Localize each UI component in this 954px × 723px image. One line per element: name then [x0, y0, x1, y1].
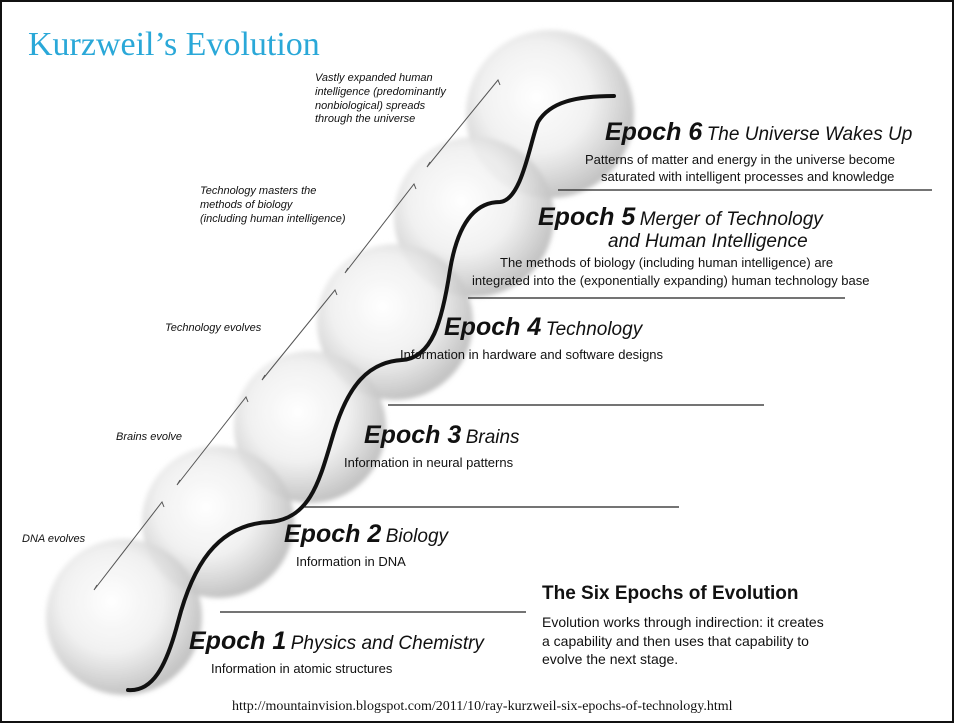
- note-line: intelligence (predominantly: [315, 85, 446, 98]
- sphere-epoch-3: [234, 351, 386, 503]
- bracket-technology-masters-biology: [344, 183, 417, 274]
- epoch-description: Information in atomic structures: [189, 660, 484, 678]
- transition-brackets: [93, 79, 501, 591]
- epoch-heading: Epoch 3 Brains: [344, 421, 520, 450]
- epoch-1: Epoch 1 Physics and Chemistry Informatio…: [189, 627, 484, 678]
- epoch-name-continued: and Human Intelligence: [608, 230, 808, 252]
- epoch-name: The Universe Wakes Up: [706, 124, 913, 145]
- description-line: Information in atomic structures: [211, 660, 393, 676]
- epoch-description: Information in hardware and software des…: [400, 346, 663, 364]
- description-line: Patterns of matter and energy in the uni…: [585, 151, 896, 167]
- epoch-name: Technology: [545, 319, 643, 340]
- note-line: nonbiological) spreads: [315, 99, 426, 112]
- epoch-name: Biology: [385, 526, 449, 547]
- epoch-heading: Epoch 1 Physics and Chemistry: [189, 627, 484, 656]
- description-line: integrated into the (exponentially expan…: [472, 272, 870, 288]
- summary-line: a capability and then uses that capabili…: [542, 632, 809, 649]
- note-technology-masters-biology: Technology masters the methods of biolog…: [200, 185, 346, 226]
- epoch-description: Information in DNA: [284, 553, 448, 571]
- note-line: through the universe: [315, 113, 416, 126]
- bracket-brains-evolve: [176, 396, 249, 486]
- sphere-epoch-4: [317, 244, 473, 400]
- description-line: Information in hardware and software des…: [400, 346, 664, 362]
- note-technology-evolves: Technology evolves: [165, 322, 261, 336]
- summary-line: Evolution works through indirection: it …: [542, 614, 824, 630]
- note-intelligence-spreads: Vastly expanded human intelligence (pred…: [315, 72, 446, 127]
- bracket-technology-evolves: [261, 289, 338, 381]
- note-brains-evolve: Brains evolve: [116, 431, 182, 445]
- description-line: Information in neural patterns: [344, 454, 514, 470]
- epoch-2: Epoch 2 Biology Information in DNA: [284, 520, 449, 571]
- epoch-number: Epoch 1: [189, 627, 287, 655]
- epoch-description: Patterns of matter and energy in the uni…: [585, 151, 912, 186]
- epoch-name: Physics and Chemistry: [290, 633, 484, 654]
- epoch-separator-lines: [220, 189, 932, 613]
- description-line: Information in DNA: [296, 553, 406, 569]
- epoch-4: Epoch 4 Technology Information in hardwa…: [400, 313, 663, 364]
- sphere-epoch-1: [46, 539, 202, 695]
- epoch-6: Epoch 6 The Universe Wakes Up Patterns o…: [585, 118, 913, 186]
- epoch-heading: Epoch 2 Biology: [284, 520, 449, 549]
- six-epochs-text: Evolution works through indirection: it …: [542, 613, 824, 669]
- note-dna-evolves: DNA evolves: [22, 533, 85, 547]
- epoch-spheres: [46, 30, 634, 695]
- bracket-intelligence-spreads: [426, 79, 501, 168]
- source-url: http://mountainvision.blogspot.com/2011/…: [232, 699, 733, 714]
- epoch-5: Epoch 5 Merger of Technology and Human I…: [472, 203, 870, 289]
- note-line: (including human intelligence): [200, 212, 346, 225]
- bracket-dna-evolves: [93, 501, 165, 591]
- epoch-name: Merger of Technology: [639, 209, 823, 230]
- note-line: DNA evolves: [22, 533, 86, 545]
- epoch-number: Epoch 2: [284, 520, 382, 548]
- description-line: The methods of biology (including human …: [500, 255, 834, 271]
- epoch-name-line2: and Human Intelligence: [472, 230, 870, 253]
- epoch-heading: Epoch 4 Technology: [400, 313, 663, 342]
- sphere-epoch-2: [142, 446, 294, 598]
- epoch-number: Epoch 3: [364, 421, 462, 449]
- epoch-description: Information in neural patterns: [344, 454, 520, 472]
- note-line: Technology evolves: [165, 322, 262, 334]
- note-line: Technology masters the: [200, 185, 317, 197]
- epoch-3: Epoch 3 Brains Information in neural pat…: [344, 421, 520, 472]
- note-line: Brains evolve: [116, 431, 183, 443]
- epoch-number: Epoch 5: [538, 203, 636, 231]
- note-line: Vastly expanded human: [315, 72, 433, 84]
- summary-line: evolve the next stage.: [542, 651, 679, 668]
- epoch-heading: Epoch 6 The Universe Wakes Up: [585, 118, 913, 147]
- epoch-heading: Epoch 5 Merger of Technology: [472, 203, 870, 232]
- six-epochs-title: The Six Epochs of Evolution: [542, 583, 799, 604]
- epoch-number: Epoch 6: [605, 118, 703, 146]
- epoch-name: Brains: [465, 427, 520, 448]
- slide-title: Kurzweil’s Evolution: [28, 26, 320, 63]
- evolution-curve: [126, 94, 616, 693]
- epoch-number: Epoch 4: [444, 313, 542, 341]
- note-line: methods of biology: [200, 198, 293, 211]
- description-line: saturated with intelligent processes and…: [601, 169, 895, 185]
- epoch-description: The methods of biology (including human …: [472, 254, 870, 289]
